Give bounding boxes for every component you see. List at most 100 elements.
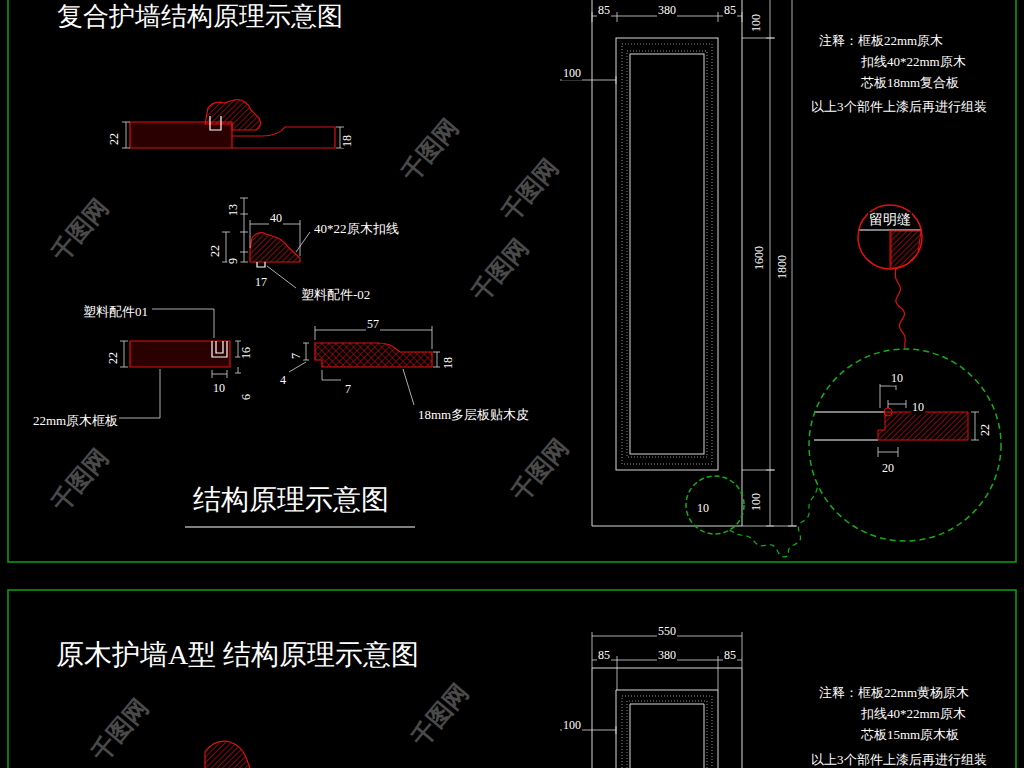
dimension: 6 bbox=[240, 393, 253, 401]
note-text: 以上3个部件上漆后再进行组装 bbox=[810, 100, 988, 114]
dimension: 22 bbox=[209, 244, 222, 258]
moulding-section bbox=[205, 741, 250, 768]
section-title: 原木护墙A型 结构原理示意图 bbox=[55, 640, 420, 671]
dimension-line bbox=[116, 122, 440, 527]
detail-section bbox=[878, 412, 968, 440]
dimension: 22 bbox=[107, 351, 120, 365]
dimension: 550 bbox=[657, 625, 677, 638]
moulding-section bbox=[205, 741, 250, 768]
dimension-line bbox=[289, 362, 306, 372]
panel-elevation bbox=[592, 0, 742, 526]
watermark: 千图网 bbox=[46, 443, 114, 517]
dimension-line bbox=[122, 122, 130, 148]
sheet-frame bbox=[8, 0, 1016, 768]
detail-section bbox=[878, 447, 898, 457]
dimension-line bbox=[296, 232, 310, 252]
dimension: 17 bbox=[254, 276, 268, 289]
dimension-line bbox=[267, 266, 296, 288]
detail-section bbox=[884, 408, 892, 416]
dimension: 85 bbox=[597, 649, 611, 662]
section-title: 结构原理示意图 bbox=[192, 485, 390, 516]
watermark: 千图网 bbox=[506, 433, 574, 507]
detail-circle: 10102220 bbox=[808, 348, 1002, 542]
dimension: 380 bbox=[657, 4, 677, 17]
part-label: 18mm多层板贴木皮 bbox=[417, 408, 530, 422]
panel-elevation bbox=[592, 0, 742, 526]
watermark: 千图网 bbox=[466, 233, 534, 307]
circle-outline bbox=[858, 205, 922, 269]
dimension: 20 bbox=[881, 462, 895, 475]
dimension: 13 bbox=[227, 203, 240, 217]
detail-section bbox=[890, 230, 891, 268]
dimension-line bbox=[303, 343, 309, 360]
dimension-line bbox=[152, 309, 214, 338]
dimension: 100 bbox=[750, 13, 763, 33]
dimension-line bbox=[560, 0, 797, 526]
dimension: 18 bbox=[341, 134, 354, 148]
note-text: 芯板15mm原木板 bbox=[860, 728, 960, 742]
dimension: 16 bbox=[240, 346, 253, 360]
dimension: 18 bbox=[442, 356, 455, 370]
dimension: 85 bbox=[597, 4, 611, 17]
detail-leader bbox=[730, 486, 818, 557]
panel-elevation bbox=[592, 668, 742, 768]
dimension-line bbox=[766, 0, 774, 526]
circle-outline bbox=[808, 348, 1002, 542]
dimension-line bbox=[120, 341, 128, 367]
detail-section bbox=[891, 231, 921, 269]
profile-section bbox=[210, 116, 221, 130]
dimension: 10 bbox=[696, 502, 710, 515]
dimension: 22 bbox=[108, 132, 121, 146]
note-text: 扣线40*22mm原木 bbox=[860, 55, 967, 69]
part-label: 塑料配件-02 bbox=[300, 288, 371, 302]
dimension-line bbox=[235, 367, 241, 373]
detail-circle: 10 bbox=[685, 475, 745, 535]
dimension: 85 bbox=[723, 4, 737, 17]
note-text: 注释：框板22mm原木 bbox=[818, 34, 944, 48]
profile-section bbox=[130, 100, 335, 148]
circle-outline bbox=[685, 475, 745, 535]
dimension-line bbox=[403, 369, 414, 405]
sheet-title: 复合护墙结构原理示意图 bbox=[56, 3, 344, 32]
dimension-line bbox=[116, 369, 160, 418]
dimension: 100 bbox=[750, 492, 763, 512]
dimension-line bbox=[240, 198, 248, 262]
circle-outline bbox=[809, 349, 1001, 541]
dimension: 100 bbox=[562, 67, 582, 80]
dimension: 10 bbox=[890, 372, 904, 385]
core-section bbox=[315, 343, 432, 367]
circle-outline bbox=[686, 476, 744, 534]
watermark: 千图网 bbox=[86, 693, 154, 767]
panel-elevation bbox=[630, 54, 704, 454]
detail-leader bbox=[895, 269, 905, 349]
dimension: 1600 bbox=[753, 245, 766, 271]
moulding-section bbox=[250, 233, 300, 267]
part-label: 塑料配件01 bbox=[82, 305, 149, 319]
dimension: 100 bbox=[562, 719, 582, 732]
panel-elevation bbox=[627, 701, 707, 768]
frame-section bbox=[130, 341, 230, 367]
dimension-line bbox=[742, 38, 797, 526]
note-text: 芯板18mm复合板 bbox=[860, 76, 960, 90]
frame-section bbox=[212, 341, 227, 357]
dimension: 57 bbox=[366, 318, 380, 331]
detail-section bbox=[858, 230, 922, 269]
watermark: 千图网 bbox=[46, 193, 114, 267]
dimension-line bbox=[433, 352, 440, 367]
dimension: 4 bbox=[279, 374, 287, 387]
panel-elevation bbox=[627, 51, 707, 457]
dimension-line bbox=[212, 370, 227, 378]
panel-elevation bbox=[622, 696, 712, 768]
dimension: 7 bbox=[344, 383, 352, 396]
detail-section bbox=[971, 412, 979, 440]
dimension: 7 bbox=[290, 352, 303, 360]
panel-elevation bbox=[592, 668, 742, 768]
core-section bbox=[315, 343, 432, 367]
watermark: 千图网 bbox=[406, 678, 474, 752]
moulding-section bbox=[257, 262, 265, 267]
sheet-frame bbox=[8, 0, 1016, 562]
panel-elevation bbox=[630, 704, 704, 768]
detail-section bbox=[814, 412, 885, 440]
detail-note: 留明缝 bbox=[868, 212, 912, 227]
